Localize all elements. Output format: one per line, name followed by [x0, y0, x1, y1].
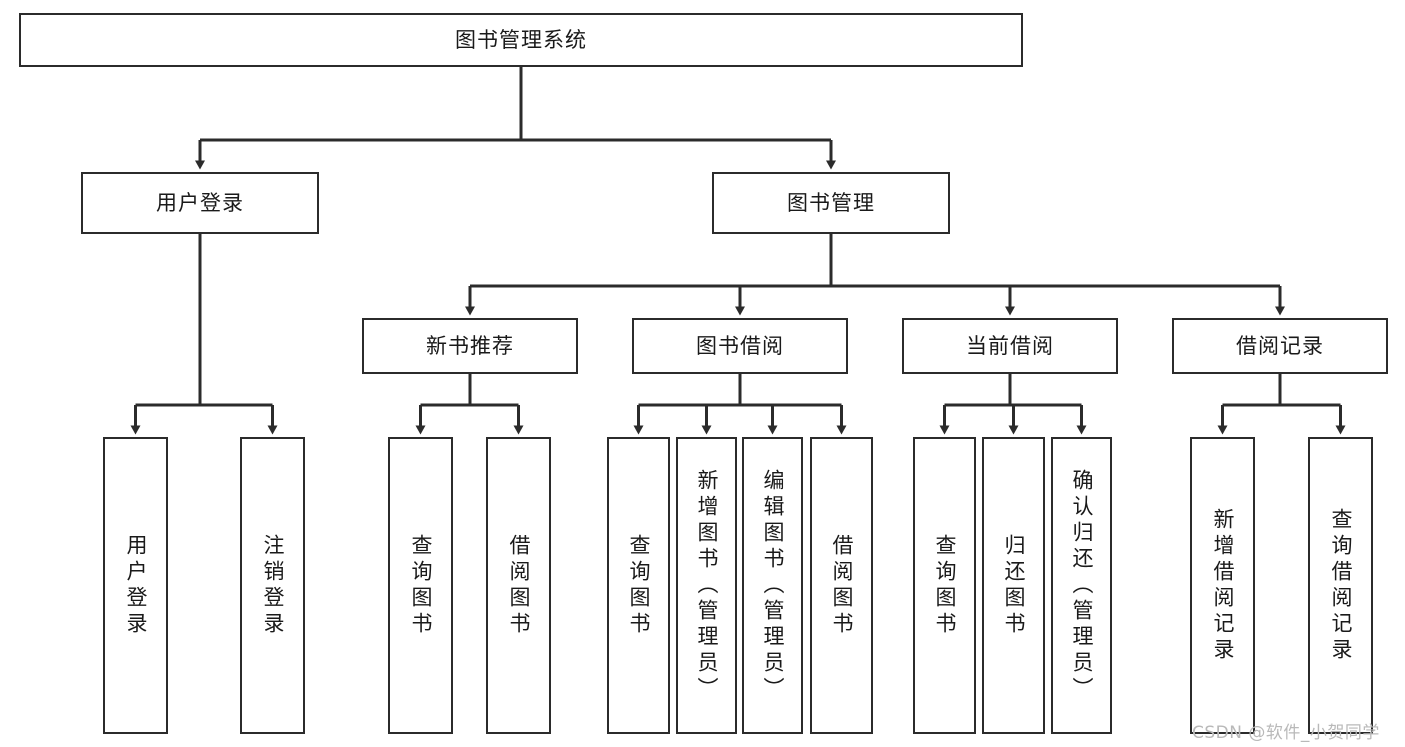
node-label: 查询图书	[409, 533, 433, 638]
node-label: 新书推荐	[426, 333, 514, 358]
node-label: 查询图书	[933, 533, 957, 638]
node-label: 借阅图书	[507, 533, 531, 638]
node-leaf-add-book-admin[interactable]: 新增图书（管理员）	[676, 437, 737, 734]
node-leaf-query-book-2[interactable]: 查询图书	[607, 437, 670, 734]
node-label: 用户登录	[124, 533, 148, 638]
node-leaf-return-book[interactable]: 归还图书	[982, 437, 1045, 734]
node-book-borrow[interactable]: 图书借阅	[632, 318, 848, 374]
node-book-manage[interactable]: 图书管理	[712, 172, 950, 234]
node-label: 借阅记录	[1236, 333, 1324, 358]
node-leaf-borrow-book-2[interactable]: 借阅图书	[810, 437, 873, 734]
node-label: 图书管理	[787, 190, 875, 215]
node-label: 新增图书（管理员）	[695, 468, 719, 703]
node-new-book-recommend[interactable]: 新书推荐	[362, 318, 578, 374]
node-user-login[interactable]: 用户登录	[81, 172, 319, 234]
node-leaf-add-borrow-record[interactable]: 新增借阅记录	[1190, 437, 1255, 734]
node-label: 编辑图书（管理员）	[761, 468, 785, 703]
node-leaf-user-logout[interactable]: 注销登录	[240, 437, 305, 734]
node-leaf-edit-book-admin[interactable]: 编辑图书（管理员）	[742, 437, 803, 734]
node-borrow-record[interactable]: 借阅记录	[1172, 318, 1388, 374]
node-label: 图书管理系统	[455, 27, 587, 52]
node-label: 新增借阅记录	[1211, 507, 1235, 664]
node-label: 注销登录	[261, 533, 285, 638]
node-label: 确认归还（管理员）	[1070, 468, 1094, 703]
node-label: 图书借阅	[696, 333, 784, 358]
node-leaf-user-login[interactable]: 用户登录	[103, 437, 168, 734]
node-label: 用户登录	[156, 190, 244, 215]
node-leaf-query-borrow-record[interactable]: 查询借阅记录	[1308, 437, 1373, 734]
node-root-system[interactable]: 图书管理系统	[19, 13, 1023, 67]
node-current-borrow[interactable]: 当前借阅	[902, 318, 1118, 374]
node-leaf-borrow-book-1[interactable]: 借阅图书	[486, 437, 551, 734]
node-leaf-query-book-1[interactable]: 查询图书	[388, 437, 453, 734]
node-label: 查询图书	[627, 533, 651, 638]
node-label: 借阅图书	[830, 533, 854, 638]
node-label: 归还图书	[1002, 533, 1026, 638]
node-leaf-confirm-return-admin[interactable]: 确认归还（管理员）	[1051, 437, 1112, 734]
node-label: 当前借阅	[966, 333, 1054, 358]
node-label: 查询借阅记录	[1329, 507, 1353, 664]
node-leaf-query-book-3[interactable]: 查询图书	[913, 437, 976, 734]
